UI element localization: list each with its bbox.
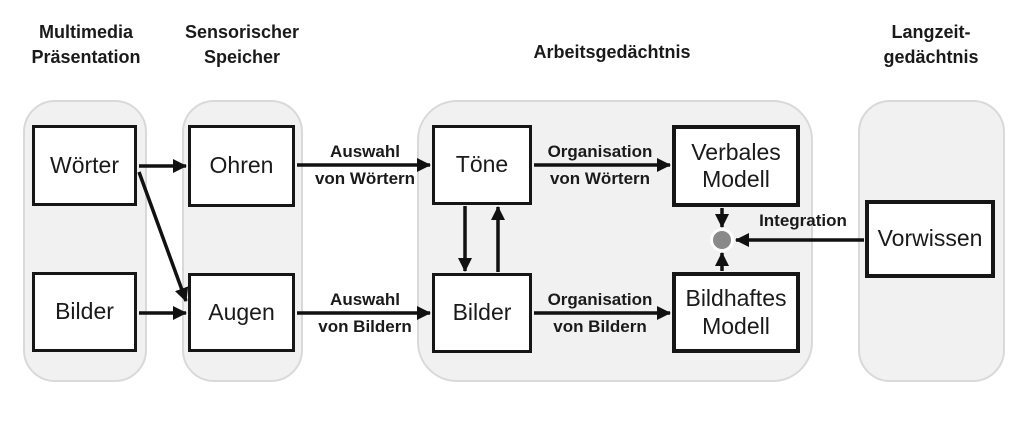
label-organisation-von-bildern: Organisation von Bildern	[535, 290, 665, 337]
label-auswahl-von-woertern: Auswahl von Wörtern	[300, 142, 430, 189]
box-ohren: Ohren	[188, 125, 295, 207]
label-integration: Integration	[759, 211, 847, 230]
box-bildhaftes-modell: Bildhaftes Modell	[672, 272, 800, 353]
label-line: Organisation	[547, 142, 653, 161]
label-line: von Wörtern	[314, 169, 416, 188]
header-sensorischer-speicher: Sensorischer Speicher	[184, 22, 300, 67]
label-line: Auswahl	[330, 142, 400, 161]
box-toene: Töne	[432, 125, 532, 205]
label-line: Auswahl	[330, 290, 400, 309]
header-arbeitsgedaechtnis: Arbeitsgedächtnis	[533, 42, 691, 62]
label-line: von Wörtern	[549, 169, 651, 188]
label-line: Organisation	[547, 290, 653, 309]
label-organisation-von-woertern: Organisation von Wörtern	[535, 142, 665, 189]
box-augen: Augen	[188, 273, 295, 352]
box-vorwissen: Vorwissen	[865, 200, 995, 278]
box-bilder-arbeitsgedaechtnis: Bilder	[432, 273, 532, 353]
box-verbales-modell: Verbales Modell	[672, 125, 800, 207]
header-multimedia-praesentation: Multimedia Präsentation	[31, 22, 141, 67]
box-woerter: Wörter	[32, 125, 137, 206]
label-line: von Bildern	[553, 317, 647, 336]
header-langzeitgedaechtnis: Langzeit- gedächtnis	[883, 22, 979, 67]
label-line: von Bildern	[318, 317, 412, 336]
label-auswahl-von-bildern: Auswahl von Bildern	[300, 290, 430, 337]
box-bilder-praesentation: Bilder	[32, 272, 137, 352]
